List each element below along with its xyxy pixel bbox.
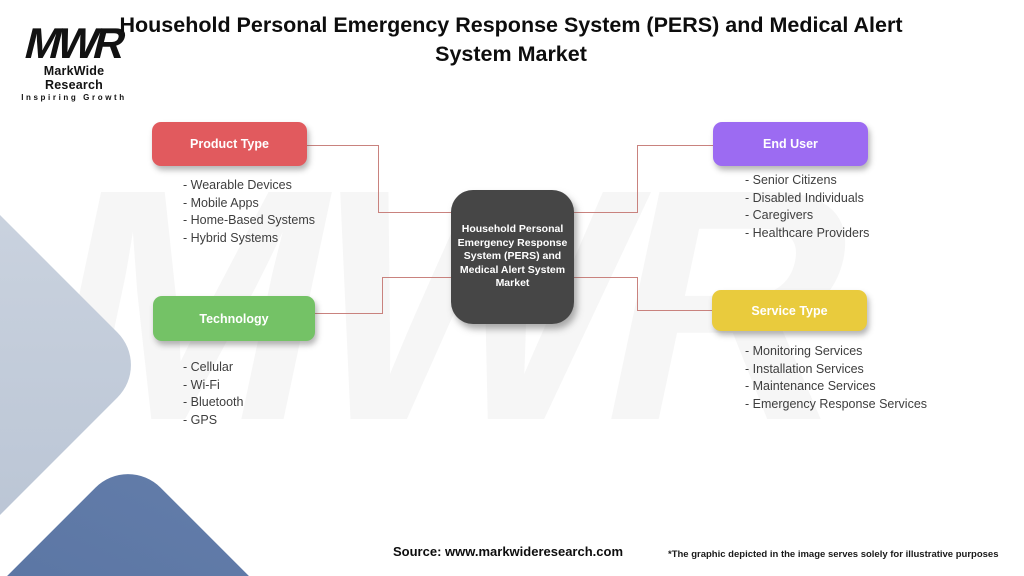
list-item: Senior Citizens bbox=[745, 172, 869, 190]
branch-label-product-type: Product Type bbox=[190, 137, 269, 151]
branch-box-end-user: End User bbox=[713, 122, 868, 166]
page-title-line-2: System Market bbox=[435, 42, 587, 66]
logo-company-name: MarkWide Research bbox=[43, 64, 105, 92]
list-item: Wi-Fi bbox=[183, 377, 243, 395]
connector-technology-h2 bbox=[382, 277, 451, 278]
branch-box-technology: Technology bbox=[153, 296, 315, 341]
connector-technology-h1 bbox=[315, 313, 383, 314]
branch-label-service-type: Service Type bbox=[751, 303, 828, 318]
branch-label-end-user: End User bbox=[763, 137, 818, 151]
list-item: Emergency Response Services bbox=[745, 396, 927, 414]
list-item: Bluetooth bbox=[183, 394, 244, 412]
list-item: Cellular bbox=[183, 359, 243, 377]
branch-box-service-type: Service Type bbox=[712, 290, 867, 331]
logo-tagline: Inspiring Growth bbox=[21, 93, 127, 102]
list-item: Healthcare Providers bbox=[745, 225, 870, 243]
connector-product-h1 bbox=[307, 145, 378, 146]
branch-box-product-type: Product Type bbox=[152, 122, 307, 166]
list-item: Home-Based Systems bbox=[183, 212, 315, 230]
connector-product-h2 bbox=[378, 212, 451, 213]
list-item: GPS bbox=[183, 412, 243, 430]
list-item: Hybrid Systems bbox=[183, 230, 315, 248]
list-item: Maintenance Services bbox=[745, 378, 927, 396]
connector-enduser-h1 bbox=[574, 212, 637, 213]
item-list-service-type: Monitoring Services Installation Service… bbox=[745, 343, 927, 413]
connector-service-h1 bbox=[574, 277, 637, 278]
item-list-end-user: Senior Citizens Disabled Individuals Car… bbox=[745, 172, 870, 243]
list-item: Wearable Devices bbox=[183, 177, 315, 195]
connector-service-v bbox=[637, 277, 638, 311]
source-attribution: Source: www.markwideresearch.com bbox=[393, 544, 624, 559]
markwide-logo: MWR MarkWide Research Inspiring Growth bbox=[18, 20, 130, 102]
page-title-line-1: Household Personal Emergency Response Sy… bbox=[119, 13, 903, 37]
list-item: Monitoring Services bbox=[745, 343, 927, 361]
connector-product-v bbox=[378, 145, 379, 213]
connector-enduser-h2 bbox=[637, 145, 713, 146]
list-item: Mobile Apps bbox=[183, 195, 315, 213]
connector-service-h2 bbox=[637, 310, 712, 311]
item-list-technology: Cellular Wi-Fi Bluetooth GPS bbox=[183, 359, 244, 430]
central-market-node-label: Household Personal Emergency Response Sy… bbox=[457, 223, 568, 290]
list-item: Disabled Individuals bbox=[745, 190, 869, 208]
list-item: Installation Services bbox=[745, 361, 927, 379]
list-item: Caregivers bbox=[745, 207, 869, 225]
connector-enduser-v bbox=[637, 145, 638, 213]
connector-technology-v bbox=[382, 277, 383, 314]
branch-label-technology: Technology bbox=[199, 311, 269, 326]
item-list-product-type: Wearable Devices Mobile Apps Home-Based … bbox=[183, 177, 315, 247]
central-market-node: Household Personal Emergency Response Sy… bbox=[451, 190, 574, 324]
page-title: Household Personal Emergency Response Sy… bbox=[111, 11, 911, 69]
disclaimer-note: *The graphic depicted in the image serve… bbox=[668, 549, 999, 560]
